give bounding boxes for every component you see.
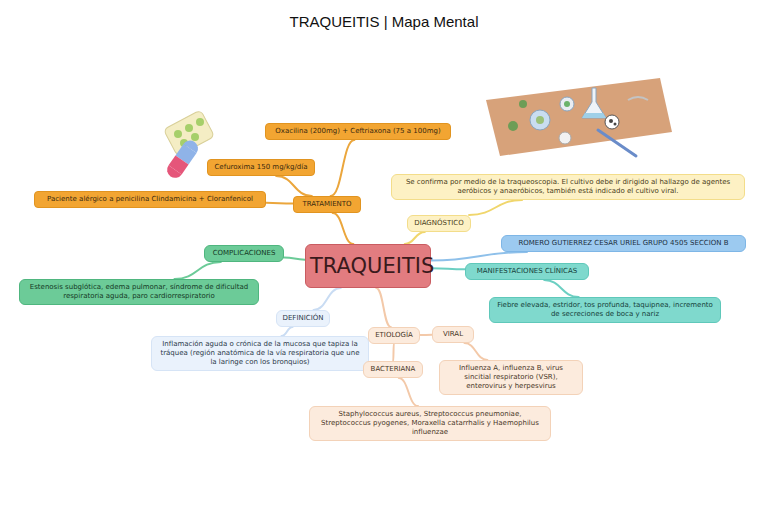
node-text: ETIOLOGÍA (374, 331, 414, 340)
node-text: Cefuroxima 150 mg/kg/día (213, 163, 309, 172)
central-topic: TRAQUEITIS (305, 244, 431, 288)
branch-connector (314, 288, 341, 310)
node-text: MANIFESTACIONES CLÍNICAS (471, 267, 583, 276)
capsule (164, 137, 201, 181)
node-text: Fiebre elevada, estridor, tos profunda, … (495, 301, 715, 319)
culture-dot (519, 100, 527, 108)
branch-connector (399, 378, 418, 406)
branch-connector (431, 252, 527, 260)
branch-label: COMPLICACIONES (204, 245, 284, 262)
lab-illustration (486, 78, 672, 156)
author-box: ROMERO GUTIERREZ CESAR URIEL GRUPO 4505 … (501, 235, 746, 252)
branch-connector (276, 176, 312, 196)
node-text: Oxacilina (200mg) + Ceftriaxona (75 a 10… (271, 127, 445, 136)
node-text: TRATAMIENTO (299, 200, 355, 209)
branch-connector (376, 288, 391, 327)
node-text: BACTERIANA (369, 365, 417, 374)
lens-dot (614, 123, 617, 126)
detail-box: Oxacilina (200mg) + Ceftriaxona (75 a 10… (265, 123, 451, 140)
detail-box: Staphylococcus aureus, Streptococcus pne… (309, 406, 551, 441)
pipette (598, 130, 636, 156)
branch-label: ETIOLOGÍA (368, 327, 420, 344)
pill (174, 130, 182, 138)
pill (196, 118, 204, 126)
detail-box: Estenosis subglótica, edema pulmonar, sí… (19, 279, 259, 305)
branch-connector (469, 200, 522, 215)
branch-connector (282, 327, 293, 336)
sub-branch-label: VIRAL (432, 326, 474, 343)
central-title: TRAQUEITIS (310, 253, 426, 279)
branch-label: TRATAMIENTO (293, 196, 361, 213)
tool (628, 97, 648, 100)
node-text: VIRAL (438, 330, 468, 339)
petri-dish (560, 97, 574, 111)
microscope-lens (605, 115, 619, 129)
sub-branch-label: BACTERIANA (363, 361, 423, 378)
branch-connector (331, 140, 355, 196)
detail-box: Influenza A, influenza B, virus sincitia… (439, 360, 583, 395)
branch-connector (333, 213, 354, 244)
branch-label: DIAGNÓSTICO (407, 215, 471, 232)
pill (185, 124, 193, 132)
map-title: TRAQUEITIS | Mapa Mental (0, 13, 768, 30)
branch-connector (284, 258, 305, 260)
node-text: Inflamación aguda o crónica de la mucosa… (157, 340, 363, 367)
pill (191, 133, 199, 141)
branch-connector (544, 280, 578, 297)
petri-dish (559, 132, 571, 144)
node-text: ROMERO GUTIERREZ CESAR URIEL GRUPO 4505 … (507, 239, 740, 248)
node-text: Influenza A, influenza B, virus sincitia… (445, 364, 577, 391)
culture (536, 116, 544, 124)
detail-box: Se confirma por medio de la traqueoscopi… (391, 174, 745, 200)
branch-connector (392, 344, 395, 361)
branch-label: MANIFESTACIONES CLÍNICAS (465, 263, 589, 280)
lens-dot (609, 119, 613, 123)
node-text: COMPLICACIONES (210, 249, 278, 258)
flask (582, 88, 606, 118)
branch-connector (174, 262, 220, 279)
branch-connector (464, 343, 487, 360)
detail-box: Inflamación aguda o crónica de la mucosa… (151, 336, 369, 371)
branch-connector (420, 334, 432, 336)
petri-dish (530, 110, 550, 130)
node-text: DEFINICIÓN (282, 314, 324, 323)
node-text: Estenosis subglótica, edema pulmonar, sí… (25, 283, 253, 301)
node-text: DIAGNÓSTICO (413, 219, 465, 228)
branch-connector (266, 202, 293, 205)
node-text: Paciente alérgico a penicilina Clindamic… (40, 195, 260, 204)
branch-connector (405, 232, 425, 244)
lab-table (486, 78, 672, 156)
detail-box: Paciente alérgico a penicilina Clindamic… (34, 191, 266, 208)
node-text: Staphylococcus aureus, Streptococcus pne… (315, 410, 545, 437)
culture-dot (508, 121, 518, 131)
branch-connector (431, 268, 465, 269)
detail-box: Fiebre elevada, estridor, tos profunda, … (489, 297, 721, 323)
culture (564, 101, 570, 107)
detail-box: Cefuroxima 150 mg/kg/día (207, 159, 315, 176)
flask-liquid (582, 113, 606, 118)
node-text: Se confirma por medio de la traqueoscopi… (397, 178, 739, 196)
branch-label: DEFINICIÓN (276, 310, 330, 327)
